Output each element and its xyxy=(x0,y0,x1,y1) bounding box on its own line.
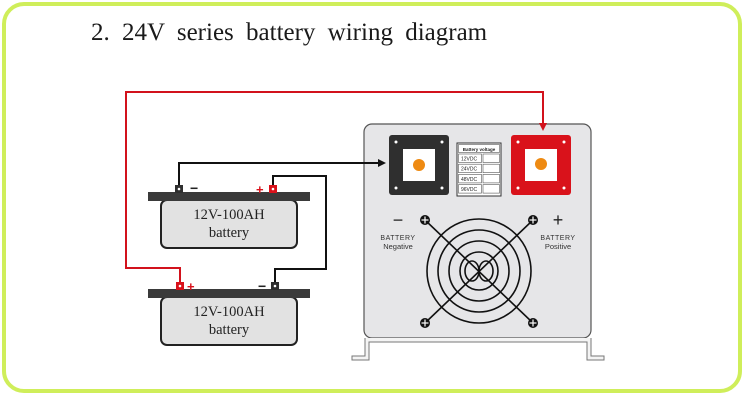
voltage-row-label: 24VDC xyxy=(461,167,478,173)
positive-label-line1: BATTERY xyxy=(540,235,575,242)
inverter: Battery voltage 12VDC 24VDC 48VDC 96VDC − B… xyxy=(351,123,605,361)
voltage-row-cell xyxy=(458,184,482,194)
screw-icon xyxy=(528,318,538,328)
screw-icon xyxy=(528,215,538,225)
voltage-row-checkbox[interactable] xyxy=(482,153,500,163)
voltage-row-label: 96VDC xyxy=(461,187,478,193)
battery-top-label-line1: 12V-100AH xyxy=(193,207,265,223)
battery-bottom-positive-sign: + xyxy=(187,279,195,294)
negative-terminal[interactable] xyxy=(389,135,449,195)
terminal-dot-icon xyxy=(413,159,425,171)
diagram-title: 2. 24V series battery wiring diagram xyxy=(91,19,488,46)
inverter-base xyxy=(351,338,605,361)
battery-voltage-table: Battery voltage 12VDC 24VDC 48VDC 96VDC xyxy=(456,142,502,197)
negative-label-line1: BATTERY xyxy=(380,235,415,242)
battery-top: − + 12V-100AH battery xyxy=(148,180,310,249)
voltage-row-label: 48VDC xyxy=(461,177,478,183)
negative-label-line2: Negative xyxy=(383,242,413,251)
voltage-table-header: Battery voltage xyxy=(463,147,496,152)
positive-label-line2: Positive xyxy=(545,242,571,251)
battery-bottom-negative-sign: − xyxy=(258,278,266,294)
battery-bottom-label-line2: battery xyxy=(209,322,250,338)
voltage-row-checkbox[interactable] xyxy=(482,184,500,194)
terminal-dot-icon xyxy=(535,158,547,170)
voltage-row-cell xyxy=(458,163,482,173)
page-frame xyxy=(2,2,742,393)
wire-negative-to-inverter xyxy=(178,159,386,185)
battery-top-negative-sign: − xyxy=(190,180,198,196)
wire-series-link xyxy=(272,175,327,282)
battery-bottom-label-line1: 12V-100AH xyxy=(193,304,265,320)
battery-top-label-line2: battery xyxy=(209,225,250,241)
battery-top-positive-sign: + xyxy=(256,182,264,197)
screw-icon xyxy=(420,215,430,225)
voltage-row-checkbox[interactable] xyxy=(482,163,500,173)
battery-bottom: + − 12V-100AH battery xyxy=(148,278,310,346)
screw-icon xyxy=(420,318,430,328)
fan-grille-icon xyxy=(424,218,534,324)
negative-sign: − xyxy=(393,210,404,230)
fan-screws xyxy=(420,215,538,328)
voltage-row-cell xyxy=(458,153,482,163)
positive-sign: + xyxy=(553,210,564,230)
voltage-row-checkbox[interactable] xyxy=(482,174,500,184)
wire-positive-to-inverter xyxy=(125,91,547,282)
voltage-row-cell xyxy=(458,174,482,184)
positive-terminal[interactable] xyxy=(511,135,571,195)
voltage-row-label: 12VDC xyxy=(461,156,478,162)
